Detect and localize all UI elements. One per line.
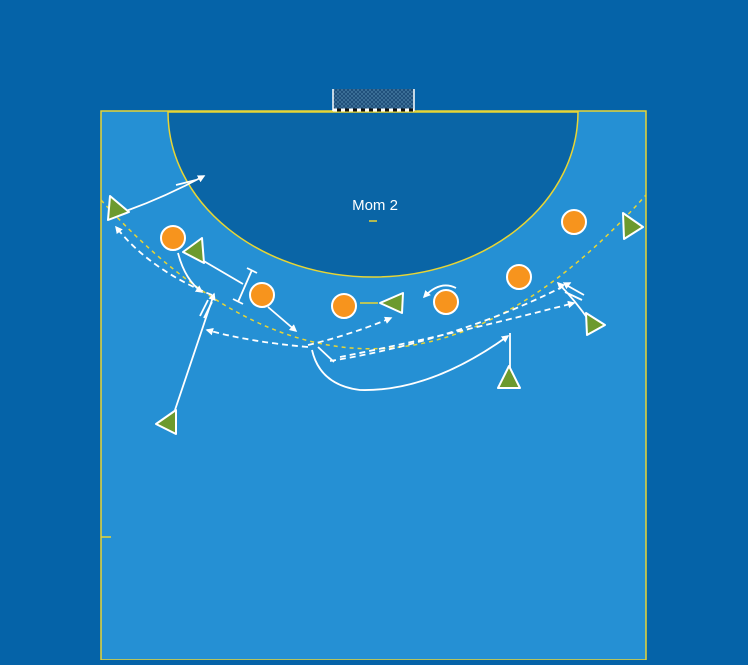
arrow-icon — [203, 301, 213, 319]
arrow-icon — [177, 252, 204, 293]
arrow-icon — [317, 346, 335, 363]
defender-disc-icon — [561, 209, 587, 235]
defender-disc-icon — [160, 225, 186, 251]
arrow-icon — [201, 259, 244, 285]
attacker-triangle-icon — [585, 312, 606, 336]
attacker-triangle-icon — [155, 409, 177, 435]
attacker-triangle-icon — [107, 195, 130, 221]
arrow-icon — [232, 298, 244, 305]
arrow-icon — [199, 299, 209, 317]
arrow-icon — [564, 291, 583, 301]
arrow-icon — [311, 335, 510, 391]
attacker-triangle-icon — [182, 237, 205, 264]
defender-disc-icon — [249, 282, 275, 308]
arrow-icon — [175, 179, 197, 186]
arrow-icon — [237, 269, 253, 303]
goal-area — [167, 111, 579, 278]
defender-disc-icon — [506, 264, 532, 290]
diagram-caption: Mom 2 — [352, 197, 398, 214]
arrow-icon — [422, 284, 457, 299]
free-throw-line — [100, 194, 647, 350]
attacker-triangle-icon — [622, 212, 644, 240]
attacker-triangle-icon — [379, 292, 404, 314]
arrow-icon — [205, 327, 309, 348]
arrow-icon — [307, 316, 393, 346]
arrow-icon — [246, 267, 258, 274]
arrow-icon — [267, 306, 298, 332]
arrow-icon — [567, 285, 585, 296]
defender-disc-icon — [433, 289, 459, 315]
goal-net-icon — [332, 89, 415, 112]
defender-disc-icon — [331, 293, 357, 319]
arrow-icon — [329, 282, 572, 362]
attacker-triangle-icon — [497, 365, 521, 389]
arrow-icon — [125, 175, 206, 212]
